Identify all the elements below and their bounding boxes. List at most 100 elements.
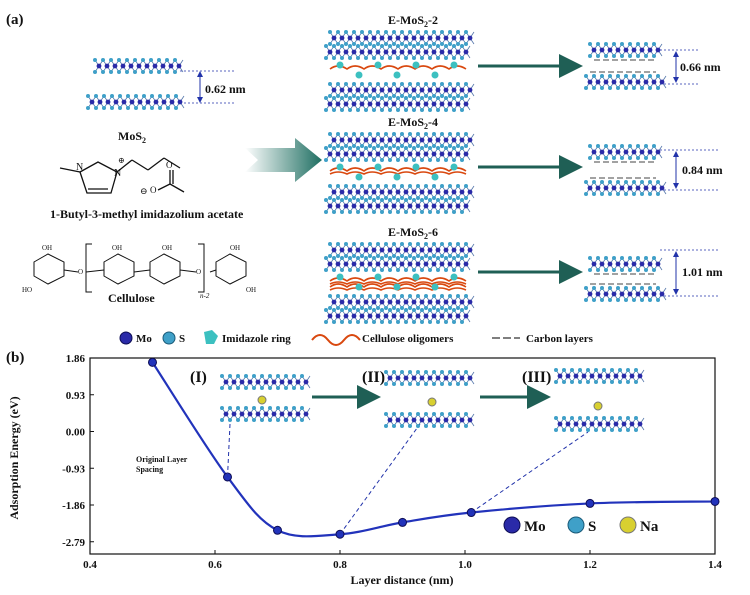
legend-imidazole-marker xyxy=(204,330,218,344)
mos2-layers xyxy=(86,58,185,110)
product-3-sheet-bottom xyxy=(328,294,475,310)
cellulose-oh-5: OH xyxy=(246,286,256,294)
leader-line-1 xyxy=(227,423,231,477)
product-2-cellulose-chain-1 xyxy=(329,167,467,172)
legend-b-mo-marker xyxy=(503,516,521,534)
x-tick-label-0: 0.4 xyxy=(83,559,97,571)
y-tick-label-2: 0.00 xyxy=(66,427,86,439)
y-tick-label-4: -1.86 xyxy=(62,500,85,512)
spacing-label-2: 0.84 nm xyxy=(682,163,723,177)
x-tick-label-4: 1.2 xyxy=(583,559,597,571)
ionic-liquid-n1: N xyxy=(76,162,83,173)
leader-line-2 xyxy=(339,423,421,535)
product-1-cellulose-chain-1 xyxy=(329,65,467,70)
data-point-4 xyxy=(398,517,407,527)
data-point-6 xyxy=(585,498,595,508)
legend-b-s-label: S xyxy=(588,519,596,535)
product-2-sheet-bottom xyxy=(328,184,475,200)
product-1-imidazole-7 xyxy=(450,61,458,69)
legend-a: Mo S Imidazole ring Cellulose oligomers … xyxy=(119,330,594,346)
product-1-imidazole-4 xyxy=(393,71,401,79)
data-point-2 xyxy=(273,525,282,535)
y-axis-label: Adsorption Energy (eV) xyxy=(7,396,21,519)
product-3-cellulose-chain-1 xyxy=(329,277,467,282)
stage-label-2: (II) xyxy=(362,369,385,386)
inset-1-sheet-top xyxy=(220,374,311,390)
leader-line-3 xyxy=(470,431,589,513)
legend-b-mo-label: Mo xyxy=(524,519,546,535)
product-1-imidazole-6 xyxy=(431,71,439,79)
leader-lines xyxy=(227,423,589,535)
inset-3-sheet-top xyxy=(554,368,645,384)
product-3-imidazole-7 xyxy=(450,273,458,281)
result-spacing-markers xyxy=(660,49,720,297)
legend-carbon-label: Carbon layers xyxy=(526,333,594,345)
product-1-imidazole-3 xyxy=(374,61,382,69)
legend-mo-marker xyxy=(119,331,133,345)
cellulose-o-2: O xyxy=(196,268,201,276)
x-tick-label-2: 0.8 xyxy=(333,559,347,571)
ionic-liquid-n2: N xyxy=(114,168,121,179)
product-2-sheet-bottom-2 xyxy=(324,198,471,214)
product-layers xyxy=(324,30,475,324)
inset-1-na-atom xyxy=(257,395,267,405)
result-3-sheet-top xyxy=(588,256,663,272)
product-3-imidazole-5 xyxy=(412,273,420,281)
panel-b-label: (b) xyxy=(6,350,24,366)
product-3-imidazole-2 xyxy=(355,283,363,291)
inset-2-sheet-top xyxy=(384,370,475,386)
ionic-liquid-minus: ⊖ xyxy=(140,186,148,196)
product-2-sheet-top-2 xyxy=(324,146,471,162)
cellulose-oh-3: OH xyxy=(162,244,172,252)
product-title-3: E-MoS2-6 xyxy=(388,225,438,241)
y-tick-label-3: -0.93 xyxy=(62,463,85,475)
mos2-label: MoS2 xyxy=(118,129,146,145)
product-2-imidazole-3 xyxy=(374,163,382,171)
product-1-sheet-top-2 xyxy=(324,44,471,60)
product-3-imidazole-4 xyxy=(393,283,401,291)
legend-b-na-marker xyxy=(619,516,637,534)
mos2-spacing-label: 0.62 nm xyxy=(205,82,246,96)
result-2-sheet-top xyxy=(588,144,663,160)
inset-2-sheet-bottom xyxy=(384,412,475,428)
product-1-imidazole-1 xyxy=(336,61,344,69)
mos2-spacing-marker xyxy=(180,70,235,104)
y-tick-label-1: 0.93 xyxy=(66,390,86,402)
product-title-1: E-MoS2-2 xyxy=(388,13,438,29)
cellulose-ho-1: HO xyxy=(22,286,32,294)
result-2-sheet-bottom xyxy=(584,180,667,196)
annotation-line-1: Original Layer xyxy=(136,455,188,464)
spacing-label-1: 0.66 nm xyxy=(680,60,721,74)
x-axis-label: Layer distance (nm) xyxy=(350,573,453,587)
product-3-sheet-bottom-2 xyxy=(324,308,471,324)
product-2-imidazole-6 xyxy=(431,173,439,181)
legend-b-s-marker xyxy=(567,516,585,534)
cellulose-oh-1: OH xyxy=(42,244,52,252)
big-reaction-arrow xyxy=(245,138,322,182)
plot-frame xyxy=(89,357,716,555)
ionic-liquid-o1: O xyxy=(150,185,157,195)
legend-cellulose-marker xyxy=(311,334,361,346)
legend-s-marker xyxy=(162,331,176,345)
product-1-sheet-bottom xyxy=(328,82,475,98)
cellulose-o-1: O xyxy=(78,268,83,276)
cellulose-label: Cellulose xyxy=(108,291,155,305)
inset-2-na-atom xyxy=(427,397,437,407)
legend-b: Mo S Na xyxy=(503,516,659,535)
product-2-imidazole-1 xyxy=(336,163,344,171)
data-point-7 xyxy=(710,496,720,506)
legend-s-label: S xyxy=(179,333,185,345)
inset-3-sheet-bottom xyxy=(554,416,645,432)
product-2-sheet-top xyxy=(328,132,475,148)
cellulose-n-index: n-2 xyxy=(200,292,210,300)
product-1-sheet-bottom-2 xyxy=(324,96,471,112)
y-ticks: 1.86 0.93 0.00 -0.93 -1.86 -2.79 xyxy=(62,353,94,549)
y-tick-label-0: 1.86 xyxy=(66,353,86,365)
annotation-line-2: Spacing xyxy=(136,465,163,474)
product-3-imidazole-6 xyxy=(431,283,439,291)
product-1-imidazole-2 xyxy=(355,71,363,79)
stage-label-3: (III) xyxy=(522,369,551,386)
y-tick-label-5: -2.79 xyxy=(62,537,85,549)
